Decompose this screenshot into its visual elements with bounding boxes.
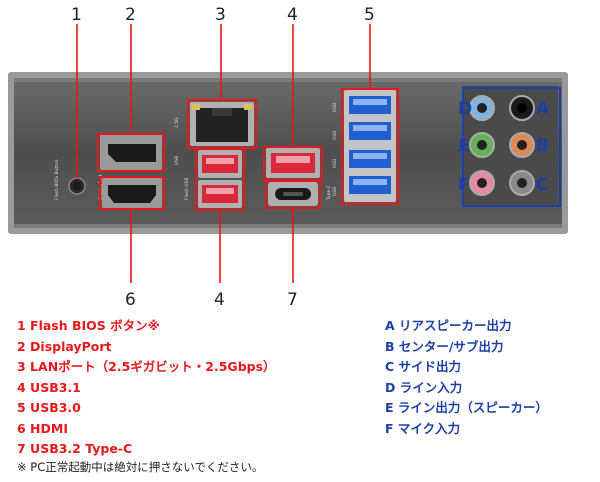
legend-item-hdmi: 6 HDMI [17, 420, 68, 436]
callout-4-bottom: 4 [214, 290, 225, 310]
legend-item-audio-e: E ライン出力（スピーカー） [385, 400, 548, 415]
displayport-connector [100, 134, 162, 170]
audio-letter-e: E [458, 136, 470, 156]
usb-typec-port [268, 182, 318, 206]
legend-item-audio-d: D ライン入力 [385, 379, 463, 395]
lan-port [190, 102, 254, 146]
silk-flash-bios: Flash BIOS Button [54, 159, 60, 200]
silk-usb-e: USB [332, 187, 338, 196]
usb31-ports-left [198, 150, 242, 208]
legend-item-audio-f: F マイク入力 [385, 420, 461, 436]
silk-typec: Type-C [326, 185, 332, 201]
flash-bios-button [68, 177, 86, 195]
callout-2: 2 [125, 5, 136, 25]
legend-item-flash-bios: 1 Flash BIOS ボタン※ [17, 318, 160, 333]
legend-item-displayport: 2 DisplayPort [17, 338, 112, 354]
callout-1: 1 [71, 5, 82, 25]
audio-letter-d: D [458, 99, 472, 119]
silk-usb-b: USB [332, 103, 338, 112]
legend-item-usb31: 4 USB3.1 [17, 379, 81, 395]
silk-flash-usb: Flash USB [184, 178, 190, 200]
legend-item-audio-b: B センター/サブ出力 [385, 338, 504, 354]
silk-usb-a: USB [174, 156, 180, 165]
audio-letter-b: B [536, 136, 549, 156]
port-legend: 1 Flash BIOS ボタン※ 2 DisplayPort 3 LANポート… [17, 316, 276, 460]
highlight-hdmi [99, 176, 165, 210]
audio-letter-f: F [458, 175, 470, 195]
legend-item-audio-c: C サイド出力 [385, 359, 462, 374]
legend-item-audio-a: A リアスピーカー出力 [385, 318, 512, 333]
hdmi-connector [102, 178, 162, 208]
callout-7: 7 [287, 290, 298, 310]
audio-highlight-box [462, 87, 561, 207]
silk-usb-d: USB [332, 159, 338, 168]
callout-6: 6 [125, 290, 136, 310]
usb30-port-stack [344, 90, 396, 202]
audio-letter-c: C [536, 175, 548, 195]
audio-letter-a: A [536, 99, 550, 119]
io-panel-diagram: Flash BIOS Button DisplayPort 2.5G Flash… [8, 5, 568, 310]
legend-item-lan: 3 LANポート（2.5ギガビット・2.5Gbps） [17, 359, 276, 374]
legend-item-usb30: 5 USB3.0 [17, 400, 81, 415]
legend-item-typec: 7 USB3.2 Type-C [17, 441, 133, 456]
usb31-port-middle [266, 148, 320, 178]
audio-jack-block [462, 86, 558, 206]
callout-4-top: 4 [287, 5, 298, 25]
callout-5: 5 [364, 5, 375, 25]
callout-3: 3 [215, 5, 226, 25]
audio-legend: A リアスピーカー出力 B センター/サブ出力 C サイド出力 D ライン入力 … [385, 316, 548, 439]
silk-usb-c: USB [332, 131, 338, 140]
warning-note: ※ PC正常起動中は絶対に押さないでください。 [17, 460, 264, 474]
silk-lan: 2.5G [174, 117, 180, 128]
